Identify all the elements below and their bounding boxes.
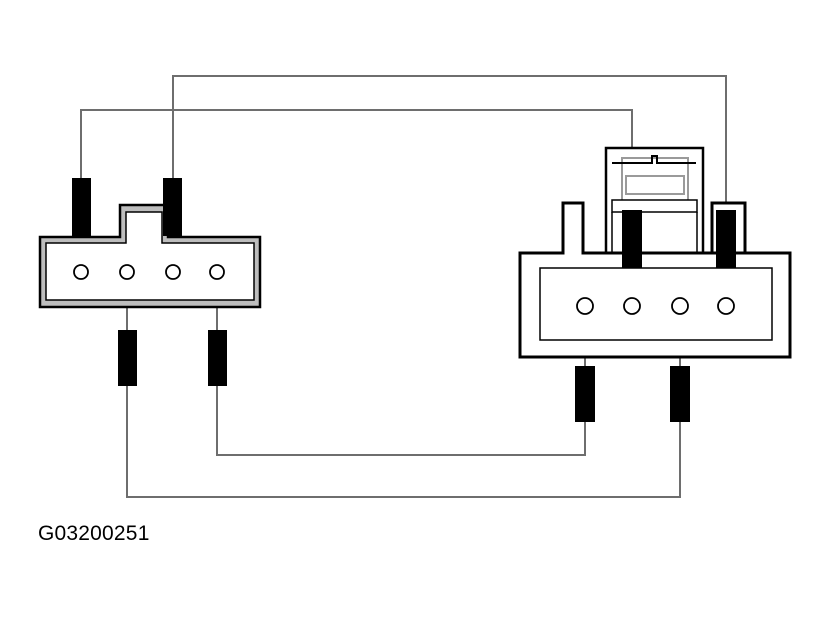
right-sleeve-top-2: [622, 210, 642, 268]
left-sleeve-top-1: [72, 178, 91, 236]
figure-id-label: G03200251: [38, 522, 150, 545]
right-sleeve-top-4: [716, 210, 736, 268]
left-connector-body: [45, 211, 255, 301]
left-connector: [38, 178, 262, 386]
left-pin-2: [119, 264, 135, 280]
right-sleeve-bottom-1: [575, 366, 595, 422]
left-sleeve-bottom-2: [118, 330, 137, 386]
left-sleeve-bottom-4: [208, 330, 227, 386]
right-pin-1: [576, 297, 594, 315]
left-pin-1: [73, 264, 89, 280]
right-connector: [518, 146, 792, 422]
left-connector-housing: [38, 203, 262, 309]
left-pin-3: [165, 264, 181, 280]
right-pin-2: [623, 297, 641, 315]
left-pin-4: [209, 264, 225, 280]
left-sleeve-top-3: [163, 178, 182, 236]
right-pin-3: [671, 297, 689, 315]
right-sleeve-bottom-3: [670, 366, 690, 422]
right-connector-body: [539, 267, 773, 341]
right-pin-4: [717, 297, 735, 315]
right-connector-latch: [604, 146, 705, 256]
wire-outer-top: [172, 75, 727, 305]
